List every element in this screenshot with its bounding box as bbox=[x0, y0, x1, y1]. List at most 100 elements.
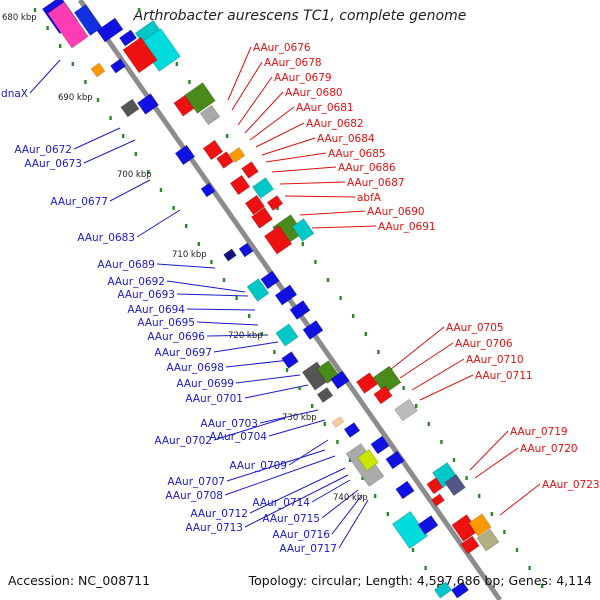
gene-label-left[interactable]: AAur_0683 bbox=[77, 232, 135, 244]
gene-label-right[interactable]: AAur_0679 bbox=[274, 72, 332, 84]
gene-label-left[interactable]: AAur_0709 bbox=[229, 460, 287, 472]
gene-feature[interactable] bbox=[96, 17, 124, 43]
gene-feature[interactable] bbox=[330, 370, 350, 390]
gene-feature[interactable] bbox=[280, 350, 300, 370]
gene-feature[interactable] bbox=[450, 581, 470, 599]
gene-label-right[interactable]: AAur_0686 bbox=[338, 162, 396, 174]
gene-feature[interactable] bbox=[291, 217, 315, 243]
gene-label-right[interactable]: AAur_0719 bbox=[510, 426, 568, 438]
gene-label-left[interactable]: AAur_0698 bbox=[166, 362, 224, 374]
gene-feature[interactable] bbox=[183, 81, 217, 115]
gene-feature[interactable] bbox=[355, 371, 379, 395]
gene-label-right[interactable]: AAur_0691 bbox=[378, 221, 436, 233]
gene-label-left[interactable]: AAur_0673 bbox=[24, 158, 82, 170]
gene-feature[interactable] bbox=[391, 510, 429, 550]
gene-label-left[interactable]: AAur_0712 bbox=[190, 508, 248, 520]
gene-label-left[interactable]: AAur_0693 bbox=[117, 289, 175, 301]
gene-feature[interactable] bbox=[373, 385, 393, 405]
gene-label-left[interactable]: AAur_0692 bbox=[107, 276, 165, 288]
gene-feature[interactable] bbox=[260, 270, 280, 290]
gene-feature[interactable] bbox=[136, 92, 160, 116]
gene-feature[interactable] bbox=[118, 29, 138, 47]
gene-feature[interactable] bbox=[73, 3, 103, 37]
gene-label-left[interactable]: AAur_0689 bbox=[97, 259, 155, 271]
gene-feature[interactable] bbox=[302, 319, 324, 341]
gene-feature[interactable] bbox=[370, 435, 390, 455]
gene-feature[interactable] bbox=[343, 421, 361, 439]
gene-feature[interactable] bbox=[244, 194, 266, 216]
gene-feature[interactable] bbox=[460, 535, 480, 555]
gene-label-right[interactable]: AAur_0680 bbox=[285, 87, 343, 99]
gene-feature[interactable] bbox=[274, 284, 298, 306]
gene-label-left[interactable]: AAur_0713 bbox=[185, 522, 243, 534]
gene-label-right[interactable]: AAur_0723 bbox=[542, 479, 600, 491]
gene-label-right[interactable]: AAur_0710 bbox=[466, 354, 524, 366]
gene-feature[interactable] bbox=[238, 242, 254, 258]
gene-feature[interactable] bbox=[246, 277, 270, 303]
gene-feature[interactable] bbox=[228, 146, 246, 164]
gene-feature[interactable] bbox=[385, 450, 405, 470]
gene-feature[interactable] bbox=[202, 139, 224, 161]
gene-feature[interactable] bbox=[90, 62, 106, 78]
gene-label-right[interactable]: AAur_0706 bbox=[455, 338, 513, 350]
gene-label-left[interactable]: AAur_0708 bbox=[165, 490, 223, 502]
gene-label-left[interactable]: AAur_0695 bbox=[137, 317, 195, 329]
gene-feature[interactable] bbox=[229, 174, 251, 196]
gene-feature[interactable] bbox=[120, 98, 140, 118]
gene-feature[interactable] bbox=[263, 225, 293, 255]
gene-feature[interactable] bbox=[316, 386, 334, 404]
gene-feature[interactable] bbox=[331, 415, 345, 429]
gene-feature[interactable] bbox=[47, 1, 89, 49]
gene-label-right[interactable]: AAur_0711 bbox=[475, 370, 533, 382]
gene-feature[interactable] bbox=[443, 473, 467, 497]
gene-feature[interactable] bbox=[433, 581, 453, 599]
gene-feature[interactable] bbox=[372, 365, 402, 395]
gene-feature[interactable] bbox=[393, 398, 419, 422]
gene-feature[interactable] bbox=[468, 513, 492, 537]
gene-feature[interactable] bbox=[222, 248, 238, 262]
gene-label-left[interactable]: AAur_0715 bbox=[262, 513, 320, 525]
gene-feature[interactable] bbox=[275, 323, 299, 347]
gene-label-left[interactable]: AAur_0701 bbox=[185, 393, 243, 405]
gene-label-right[interactable]: AAur_0720 bbox=[520, 443, 578, 455]
gene-label-right[interactable]: AAur_0705 bbox=[446, 322, 504, 334]
gene-feature[interactable] bbox=[356, 448, 380, 472]
gene-label-left[interactable]: AAur_0707 bbox=[167, 476, 225, 488]
gene-label-left[interactable]: AAur_0696 bbox=[147, 331, 205, 343]
gene-label-left[interactable]: AAur_0697 bbox=[154, 347, 212, 359]
gene-feature[interactable] bbox=[430, 493, 446, 507]
gene-feature[interactable] bbox=[199, 104, 221, 126]
gene-feature[interactable] bbox=[266, 194, 284, 212]
gene-label-right[interactable]: AAur_0684 bbox=[317, 133, 375, 145]
gene-label-right[interactable]: AAur_0682 bbox=[306, 118, 364, 130]
gene-feature[interactable] bbox=[251, 176, 275, 200]
gene-label-left[interactable]: AAur_0717 bbox=[279, 543, 337, 555]
gene-label-right[interactable]: AAur_0681 bbox=[296, 102, 354, 114]
gene-feature[interactable] bbox=[200, 182, 216, 198]
gene-label-left[interactable]: dnaX bbox=[1, 88, 28, 100]
gene-feature[interactable] bbox=[250, 206, 274, 230]
gene-feature[interactable] bbox=[289, 299, 311, 321]
gene-label-left[interactable]: AAur_0714 bbox=[252, 497, 310, 509]
gene-label-left[interactable]: AAur_0699 bbox=[176, 378, 234, 390]
gene-feature[interactable] bbox=[240, 160, 260, 180]
gene-label-right[interactable]: AAur_0685 bbox=[328, 148, 386, 160]
gene-label-right[interactable]: AAur_0676 bbox=[253, 42, 311, 54]
gene-label-left[interactable]: AAur_0702 bbox=[154, 435, 212, 447]
gene-label-left[interactable]: AAur_0716 bbox=[272, 529, 330, 541]
gene-label-left[interactable]: AAur_0672 bbox=[14, 144, 72, 156]
gene-feature[interactable] bbox=[417, 514, 439, 536]
gene-label-left[interactable]: AAur_0704 bbox=[209, 431, 267, 443]
gene-label-left[interactable]: AAur_0703 bbox=[200, 418, 258, 430]
gene-feature[interactable] bbox=[109, 58, 127, 74]
gene-feature[interactable] bbox=[476, 528, 500, 552]
gene-label-right[interactable]: AAur_0678 bbox=[264, 57, 322, 69]
gene-label-right[interactable]: abfA bbox=[357, 192, 382, 204]
gene-label-right[interactable]: AAur_0690 bbox=[367, 206, 425, 218]
gene-feature[interactable] bbox=[122, 36, 158, 74]
gene-feature[interactable] bbox=[395, 480, 415, 500]
gene-feature[interactable] bbox=[174, 144, 196, 166]
gene-label-left[interactable]: AAur_0694 bbox=[127, 304, 185, 316]
gene-label-right[interactable]: AAur_0687 bbox=[347, 177, 405, 189]
gene-label-left[interactable]: AAur_0677 bbox=[50, 196, 108, 208]
